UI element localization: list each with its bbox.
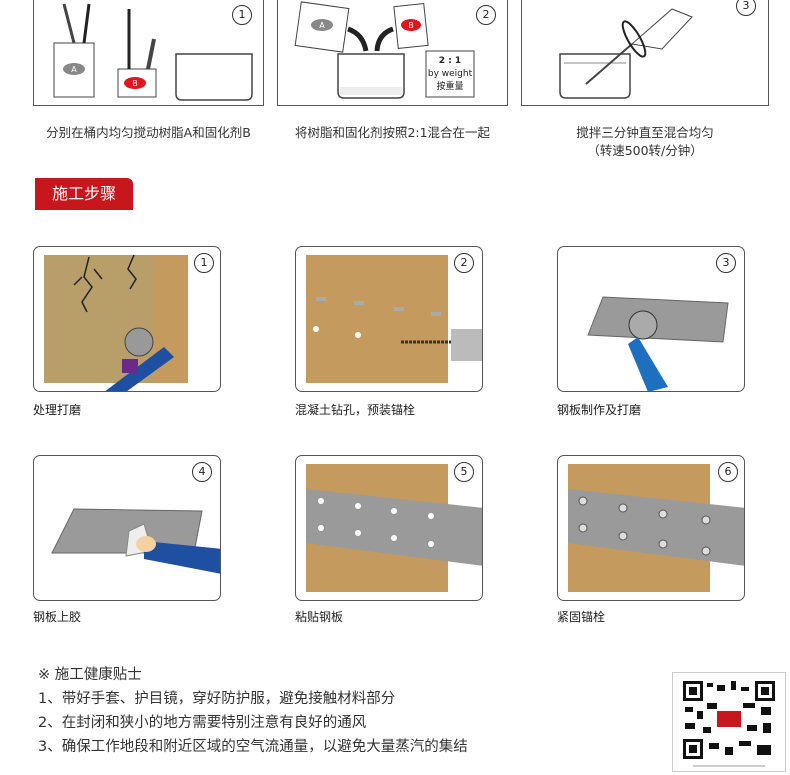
step-number: 3 [736, 0, 756, 16]
step-number: 5 [454, 462, 474, 482]
step-number: 6 [718, 462, 738, 482]
svg-text:A: A [319, 21, 325, 30]
ratio-unit: by weight [427, 69, 473, 79]
step-number: 2 [476, 5, 496, 25]
resin-a-marker [63, 63, 85, 75]
steel-plate [568, 489, 744, 566]
step-label-4: 钢板上胶 [33, 610, 82, 624]
step-label-6: 紧固锚栓 [557, 610, 606, 624]
mix-caption-1: 分别在桶内均匀搅动树脂A和固化剂B [46, 125, 251, 140]
step-label-5: 粘贴钢板 [295, 610, 344, 624]
step-number: 3 [716, 253, 736, 273]
step-card-3: 3 [557, 246, 745, 392]
label-b: B [132, 79, 138, 88]
section-title: 施工步骤 [35, 178, 133, 210]
step-label-3: 钢板制作及打磨 [557, 403, 642, 417]
mix-panel-3: 3 [521, 0, 769, 106]
step-card-1: 1 [33, 246, 221, 392]
step-number: 2 [454, 253, 474, 273]
ratio-unit-cn: 按重量 [436, 82, 464, 92]
svg-text:B: B [408, 21, 414, 30]
steel-plate [306, 489, 482, 566]
step-label-2: 混凝土钻孔，预装锚栓 [295, 403, 416, 417]
step-card-4: 4 [33, 455, 221, 601]
mix-panel-2: A B 2 : 1 by weight 按重量 2 [277, 0, 508, 106]
concrete-wall [306, 255, 448, 383]
tips-title: ※ 施工健康贴士 [38, 667, 142, 683]
empty-bucket [175, 53, 253, 101]
stir-buckets-illustration: A B [53, 3, 253, 101]
tip-item-3: 3、确保工作地段和附近区域的空气流通量，以避免大量蒸汽的集结 [38, 739, 468, 755]
ratio-text: 2 : 1 [438, 56, 462, 66]
step-card-6: 6 [557, 455, 745, 601]
grinder-icon [124, 327, 154, 357]
mix-caption-2: 将树脂和固化剂按照2:1混合在一起 [294, 125, 491, 140]
step-number: 1 [232, 5, 252, 25]
qr-code-image [681, 681, 777, 767]
drill-stir-illustration [559, 8, 693, 99]
step-card-5: 5 [295, 455, 483, 601]
step-number: 4 [192, 462, 212, 482]
step-label-1: 处理打磨 [33, 403, 82, 417]
qr-code [672, 672, 786, 772]
drill-icon [451, 329, 482, 361]
hardener-b-marker [124, 77, 146, 89]
label-a: A [71, 65, 77, 74]
pour-mix-illustration: A B [294, 1, 475, 99]
mix-caption-3-speed: （转速500转/分钟） [587, 143, 703, 158]
step-number: 1 [194, 253, 214, 273]
grinder-icon [628, 310, 658, 340]
tip-item-2: 2、在封闭和狭小的地方需要特别注意有良好的通风 [38, 715, 367, 731]
tip-item-1: 1、带好手套、护目镜，穿好防护服，避免接触材料部分 [38, 691, 396, 707]
steel-plate [587, 296, 729, 343]
mix-caption-3: 搅拌三分钟直至混合均匀 [576, 125, 714, 140]
mix-panel-1: A B 1 [33, 0, 264, 106]
step-card-2: 2 [295, 246, 483, 392]
